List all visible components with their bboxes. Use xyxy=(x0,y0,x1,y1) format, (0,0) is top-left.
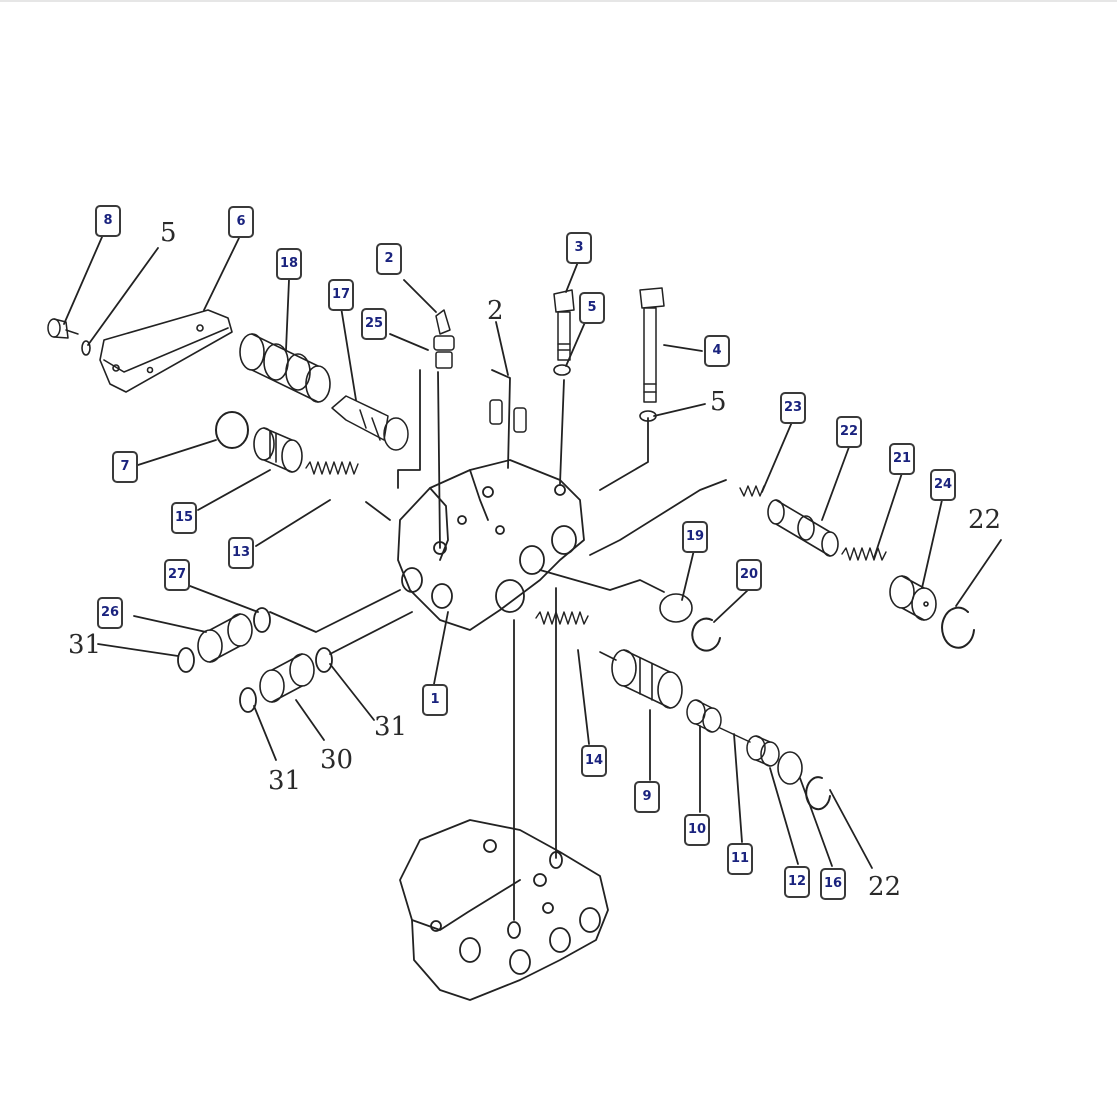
callout-17[interactable]: 17 xyxy=(328,279,354,311)
leader-lines xyxy=(63,236,1002,921)
callout-19[interactable]: 19 xyxy=(682,521,708,553)
part-spring-14 xyxy=(535,611,589,625)
callout-20[interactable]: 20 xyxy=(736,559,762,591)
part-valve-17 xyxy=(331,395,409,451)
part-plug-24 xyxy=(889,575,937,621)
callout-8[interactable]: 8 xyxy=(95,205,121,237)
callout-10[interactable]: 10 xyxy=(684,814,710,846)
part-bolt-3 xyxy=(553,289,575,361)
callout-23[interactable]: 23 xyxy=(780,392,806,424)
part-washer-5-left xyxy=(81,340,91,356)
part-washer-5-right xyxy=(639,410,657,422)
callout-26[interactable]: 26 xyxy=(97,597,123,629)
part-spool-9 xyxy=(599,649,683,709)
part-valve-body-1 xyxy=(397,459,585,631)
part-oring-27 xyxy=(253,607,271,633)
printed-label-31: 31 xyxy=(268,766,302,796)
part-sleeve-26 xyxy=(197,613,253,663)
printed-label-22: 22 xyxy=(868,872,902,902)
part-spring-13 xyxy=(305,461,359,475)
callout-6[interactable]: 6 xyxy=(228,206,254,238)
part-oring-31-c xyxy=(239,687,257,713)
printed-label-31: 31 xyxy=(374,712,408,742)
part-base-body xyxy=(399,819,609,1001)
part-cover-plate-6 xyxy=(99,309,233,393)
part-plug-12 xyxy=(746,735,780,767)
callout-13[interactable]: 13 xyxy=(228,537,254,569)
part-oring-31-b xyxy=(315,647,333,673)
part-spring-10 xyxy=(686,699,722,733)
part-spring-23 xyxy=(739,485,765,497)
callout-11[interactable]: 11 xyxy=(727,843,753,875)
callout-25[interactable]: 25 xyxy=(361,308,387,340)
callout-24[interactable]: 24 xyxy=(930,469,956,501)
callout-21[interactable]: 21 xyxy=(889,443,915,475)
part-spool-22 xyxy=(767,499,839,557)
part-sleeve-30 xyxy=(259,653,315,703)
printed-label-2: 2 xyxy=(487,296,504,326)
part-spring-21 xyxy=(841,547,887,561)
callout-4[interactable]: 4 xyxy=(704,335,730,367)
callout-1[interactable]: 1 xyxy=(422,684,448,716)
part-snapring-22-bottom xyxy=(805,776,831,811)
callout-22[interactable]: 22 xyxy=(836,416,862,448)
printed-label-30: 30 xyxy=(320,745,354,775)
part-cap-16 xyxy=(777,751,803,785)
part-bolt-8 xyxy=(47,318,79,339)
part-washer-5-top xyxy=(553,364,571,376)
callout-15[interactable]: 15 xyxy=(171,502,197,534)
callout-5[interactable]: 5 xyxy=(579,292,605,324)
part-oring-7 xyxy=(215,411,249,449)
callout-14[interactable]: 14 xyxy=(581,745,607,777)
part-pin-11 xyxy=(719,727,751,743)
part-nipples-2-pair xyxy=(489,399,527,433)
callout-7[interactable]: 7 xyxy=(112,451,138,483)
printed-label-22: 22 xyxy=(968,505,1002,535)
part-oring-31-a xyxy=(177,647,195,673)
callout-12[interactable]: 12 xyxy=(784,866,810,898)
callout-2[interactable]: 2 xyxy=(376,243,402,275)
callout-9[interactable]: 9 xyxy=(634,781,660,813)
callout-3[interactable]: 3 xyxy=(566,232,592,264)
part-snapring-20 xyxy=(691,617,721,652)
part-spool-18 xyxy=(239,333,331,403)
top-border xyxy=(0,0,1117,2)
part-snapring-22-right xyxy=(941,606,975,649)
printed-label-31: 31 xyxy=(68,630,102,660)
printed-label-5: 5 xyxy=(710,387,727,417)
callout-27[interactable]: 27 xyxy=(164,559,190,591)
part-bolt-4 xyxy=(639,287,665,403)
part-cap-19 xyxy=(659,593,693,623)
callout-16[interactable]: 16 xyxy=(820,868,846,900)
callout-18[interactable]: 18 xyxy=(276,248,302,280)
printed-label-5: 5 xyxy=(160,218,177,248)
part-plug-15 xyxy=(253,427,303,473)
part-nipple-2-top xyxy=(433,309,455,369)
